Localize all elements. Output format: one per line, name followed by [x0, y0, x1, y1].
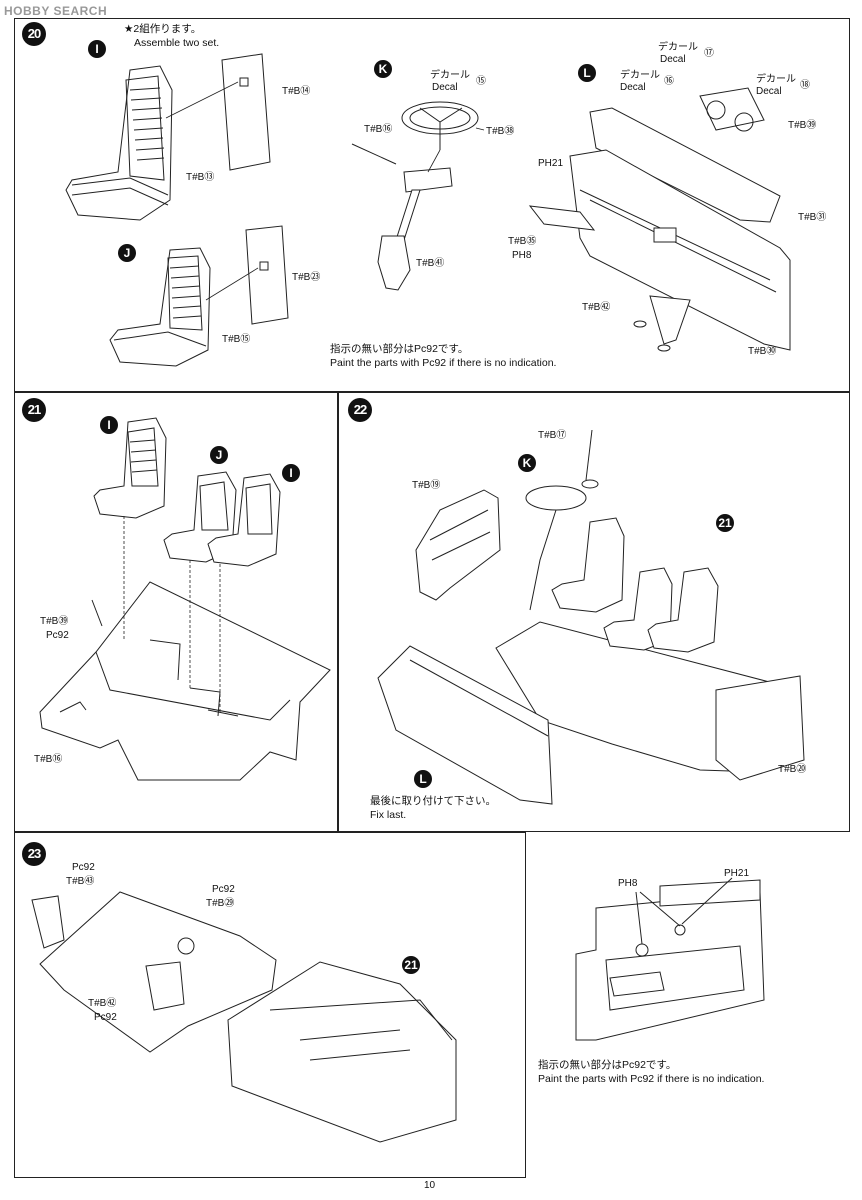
detail-label-ph8: PH8: [618, 878, 638, 889]
step-22-label-tb19: T#B⑲: [412, 480, 441, 491]
step-23-label-pc92c: Pc92: [94, 1012, 117, 1023]
seat-i-drawing: [65, 65, 173, 221]
steering-wheel-k-drawing: [351, 101, 485, 291]
label-tb14: T#B⑭: [282, 86, 311, 97]
step-20-paint-note-en: Paint the parts with Pc92 if there is no…: [330, 357, 557, 369]
step-22-fix-last-jp: 最後に取り付けて下さい。: [370, 795, 496, 807]
label-tb23: T#B㉓: [292, 272, 321, 283]
step-22-badge: 22: [348, 398, 372, 422]
step-23-ref-21: 21: [402, 956, 420, 974]
assemble-two-note-jp: ★2組作ります。: [124, 23, 202, 35]
step-21-seats-drawing: [93, 417, 281, 714]
step-22-label-tb17: T#B⑰: [538, 430, 567, 441]
label-tb42: T#B㊷: [582, 302, 611, 313]
page-number: 10: [424, 1180, 436, 1191]
step-21-sub-j: J: [210, 446, 228, 464]
step-20-paint-note-jp: 指示の無い部分はPc92です。: [330, 343, 469, 355]
step-23-label-tb53: T#B㊸: [66, 876, 95, 887]
seat-j-drawing: [109, 247, 211, 367]
label-decal15-en: Decal: [432, 82, 458, 93]
step-22-frame: [338, 392, 850, 832]
label-tb41: T#B㊶: [416, 258, 445, 269]
step-21-label-tb16: T#B⑯: [34, 754, 63, 765]
step-22-sub-k: K: [518, 454, 536, 472]
step-21-label-tb39: T#B㊴: [40, 616, 69, 627]
step-23-frame: [14, 832, 526, 1178]
step-20-badge: 20: [22, 22, 46, 46]
step-23-drawing: [31, 891, 457, 1143]
label-decal15-no: ⑮: [476, 76, 486, 87]
step-20-sub-i: I: [88, 40, 106, 58]
label-decal17-en: Decal: [660, 54, 686, 65]
step-21-frame: [14, 392, 338, 832]
label-decal18-jp: デカール: [756, 74, 796, 85]
step-20-frame: [14, 18, 850, 392]
label-decal18-no: ⑱: [800, 80, 810, 91]
step-21-badge: 21: [22, 398, 46, 422]
step-23-badge: 23: [22, 842, 46, 866]
watermark-logo: HOBBY SEARCH: [4, 4, 107, 18]
label-ph21: PH21: [538, 158, 564, 169]
step-22-sub-l: L: [414, 770, 432, 788]
label-decal15-jp: デカール: [430, 70, 470, 81]
label-tb39: T#B㊴: [788, 120, 817, 131]
step-23-label-pc92a: Pc92: [72, 862, 95, 873]
label-tb31: T#B㉛: [798, 212, 827, 223]
step-21-sub-i-left: I: [100, 416, 118, 434]
step-21-floor-drawing: [39, 581, 331, 781]
step-23-label-tb52: T#B㊷: [88, 998, 117, 1009]
seat-j-back-panel: [245, 225, 289, 325]
label-decal16-jp: デカール: [620, 70, 660, 81]
label-tb30: T#B㉚: [748, 346, 777, 357]
step-21-lever: [91, 599, 103, 627]
dashboard-l-drawing: [528, 87, 791, 352]
step-20-sub-j: J: [118, 244, 136, 262]
label-ph8: PH8: [512, 250, 532, 261]
assemble-two-note-en: Assemble two set.: [134, 37, 220, 49]
label-tb38: T#B㊳: [486, 126, 515, 137]
label-tb13: T#B⑬: [186, 172, 215, 183]
step-22-fix-last-en: Fix last.: [370, 809, 407, 821]
watermark-suffix: SEARCH: [53, 4, 108, 18]
detail-paint-note-en: Paint the parts with Pc92 if there is no…: [538, 1073, 765, 1085]
step-22-ref-21: 21: [716, 514, 734, 532]
step-22-label-tb20: T#B⑳: [778, 764, 807, 775]
label-decal17-jp: デカール: [658, 42, 698, 53]
label-tb15: T#B⑮: [222, 334, 251, 345]
watermark-brand: HOBBY: [4, 4, 50, 18]
label-decal16-no: ⑯: [664, 76, 674, 87]
label-decal16-en: Decal: [620, 82, 646, 93]
label-tb16: T#B⑯: [364, 124, 393, 135]
step-22-drawing: [377, 429, 805, 805]
detail-paint-note-jp: 指示の無い部分はPc92です。: [538, 1059, 677, 1071]
step-23-label-pc92b: Pc92: [212, 884, 235, 895]
door-detail-drawing: [575, 877, 765, 1041]
step-21-sub-i-right: I: [282, 464, 300, 482]
label-decal18-en: Decal: [756, 86, 782, 97]
seat-i-back-panel: [221, 53, 271, 171]
step-23-label-tb29: T#B㉙: [206, 898, 235, 909]
step-21-label-pc92: Pc92: [46, 630, 69, 641]
step-20-sub-l: L: [578, 64, 596, 82]
label-decal17-no: ⑰: [704, 48, 714, 59]
detail-label-ph21: PH21: [724, 868, 750, 879]
label-tb35: T#B㉟: [508, 236, 537, 247]
step-20-sub-k: K: [374, 60, 392, 78]
